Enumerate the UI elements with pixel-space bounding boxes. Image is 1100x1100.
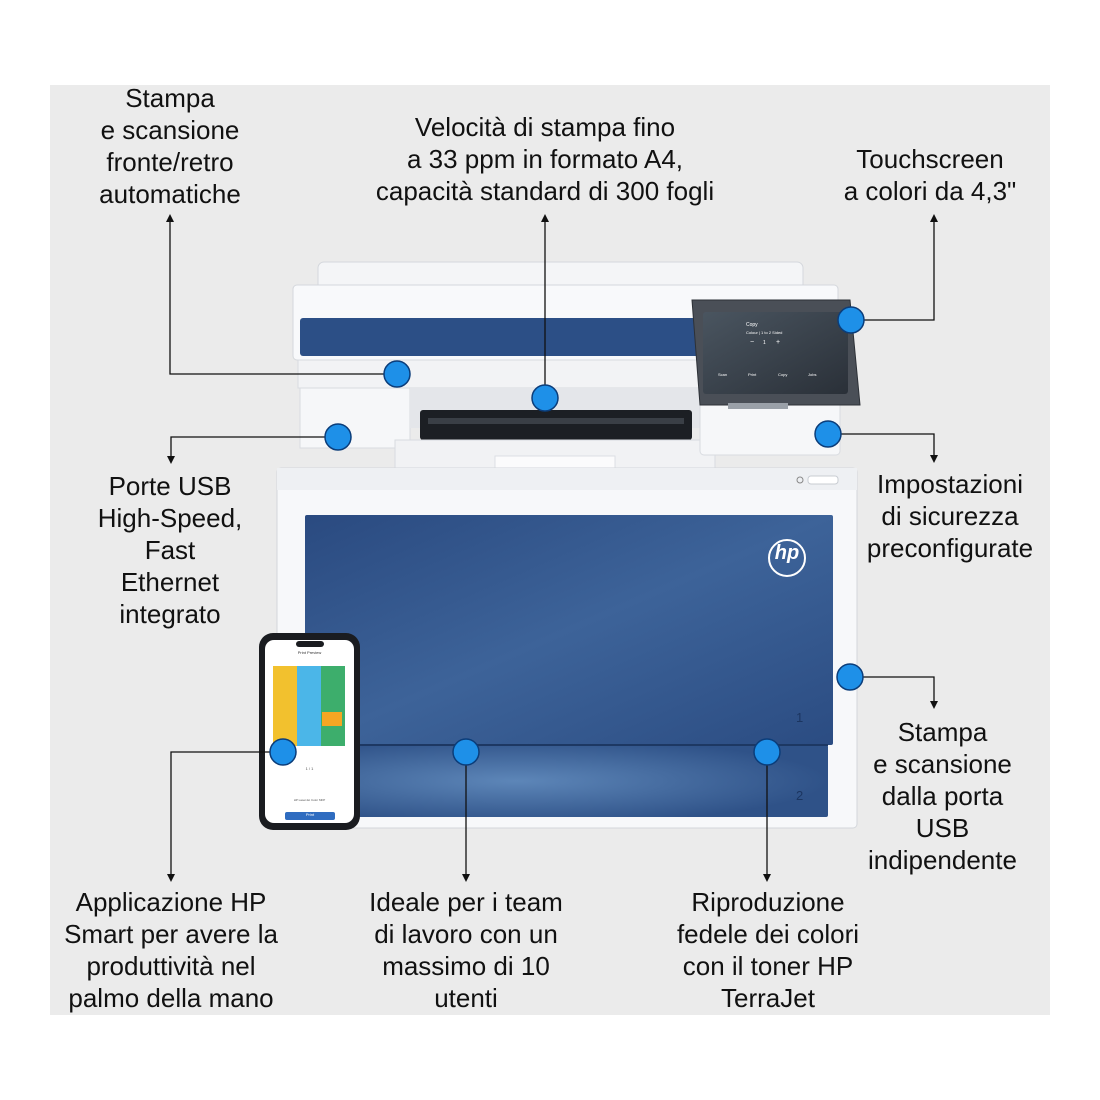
screen-mode: Copy — [746, 322, 758, 328]
screen-setting: Colour | 1 to 2 Sided — [746, 330, 783, 335]
dot-security — [814, 420, 842, 448]
tray-1-label: 1 — [796, 710, 804, 725]
front-panel — [305, 515, 833, 745]
printer-body — [276, 467, 858, 829]
callout-team: Ideale per i team di lavoro con un massi… — [369, 887, 563, 1013]
adf-blue-panel — [300, 318, 700, 356]
phone-printer-name: HP LaserJet Color MFP — [293, 798, 326, 802]
screen-copy: Copy — [778, 372, 788, 377]
screen-plus: + — [776, 339, 781, 346]
dot-toner — [753, 738, 781, 766]
dot-team — [452, 738, 480, 766]
callout-security: Impostazioni di sicurezza preconfigurate — [866, 469, 1034, 563]
output-bay — [299, 387, 716, 471]
touchscreen-display — [703, 312, 848, 394]
screen-minus: − — [750, 339, 755, 346]
hp-logo-ring — [768, 539, 806, 577]
control-panel — [691, 299, 861, 456]
callout-usb-walkup: Stampa e scansione dalla porta USB indip… — [868, 717, 1017, 875]
dot-usb-ethernet — [324, 423, 352, 451]
dot-duplex — [383, 360, 411, 388]
phone-print-button — [285, 812, 335, 820]
touchscreen-ui: Copy Colour | 1 to 2 Sided − 1 + Scan Pr… — [706, 316, 846, 392]
dot-hp-smart — [269, 738, 297, 766]
screen-print: Print — [748, 372, 757, 377]
phone-title: Print Preview — [297, 650, 322, 655]
tray-2-label: 2 — [796, 788, 804, 803]
dot-touchscreen — [837, 306, 865, 334]
smartphone — [259, 633, 360, 830]
dot-speed — [531, 384, 559, 412]
callout-usb-ethernet: Porte USB High-Speed, Fast Ethernet inte… — [97, 471, 243, 629]
dot-usb-walkup — [836, 663, 864, 691]
screen-copies: 1 — [763, 340, 766, 346]
callout-speed: Velocità di stampa fino a 33 ppm in form… — [375, 112, 715, 206]
power-button — [807, 475, 839, 485]
callout-touchscreen: Touchscreen a colori da 4,3" — [843, 144, 1017, 206]
hp-logo: hp — [774, 542, 800, 564]
leader-lines — [166, 214, 938, 882]
callout-hp-smart: Applicazione HP Smart per avere la produ… — [64, 887, 278, 1013]
phone-page-count: 1 / 1 — [305, 766, 314, 771]
screen-scan: Scan — [718, 372, 728, 377]
screen-jobs: Jobs — [808, 372, 817, 377]
callout-duplex-scan: Stampa e scansione fronte/retro automati… — [99, 83, 241, 209]
callout-toner: Riproduzione fedele dei colori con il to… — [676, 887, 860, 1013]
paper-tray-2 — [308, 745, 828, 817]
output-tray — [420, 410, 692, 440]
phone-print-label: Print — [305, 812, 315, 817]
